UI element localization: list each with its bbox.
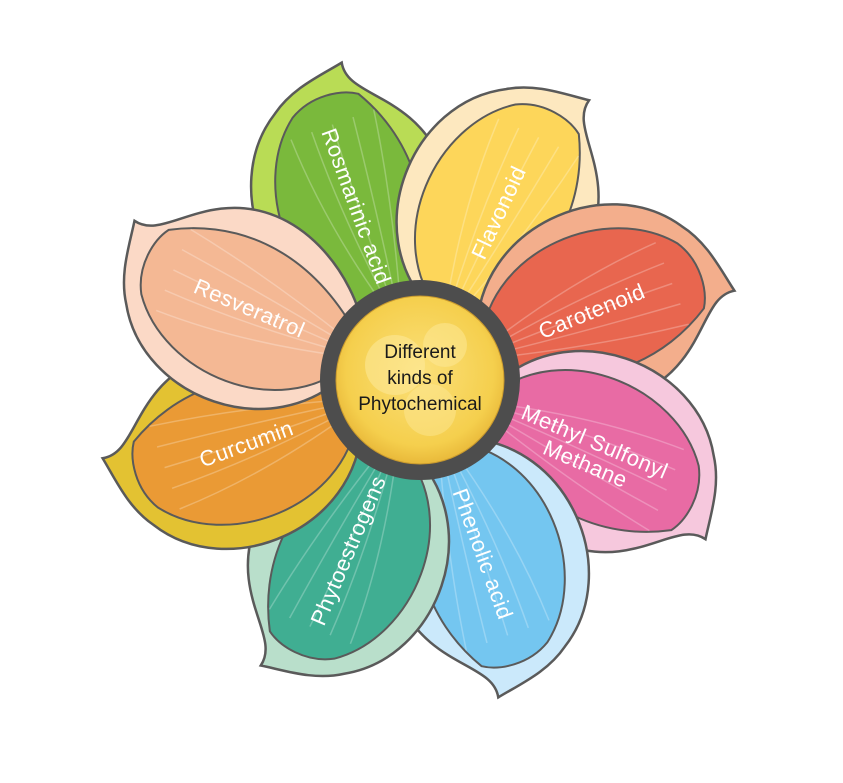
petal-vein — [309, 453, 390, 627]
petal-vein — [456, 146, 560, 310]
petal-vein — [495, 303, 681, 355]
center-title-line-1: Different — [384, 342, 456, 363]
petal-vein — [179, 414, 348, 510]
petal-vein — [310, 131, 390, 307]
petal-vein — [352, 116, 398, 304]
petal-vein — [491, 414, 659, 512]
center-title-line-2: kinds of — [387, 368, 453, 389]
petal-vein — [495, 406, 676, 471]
petal-vein — [446, 454, 509, 636]
petal-vein — [181, 248, 349, 346]
center-highlight — [423, 323, 467, 367]
petal-vein — [173, 269, 347, 350]
petal-vein — [329, 455, 394, 636]
petal-vein — [349, 456, 397, 645]
center-title-line-3: Phytochemical — [358, 394, 482, 415]
petal-vein — [442, 456, 488, 644]
petal-vein — [164, 406, 346, 469]
petal-vein — [164, 289, 345, 354]
petal-vein — [155, 309, 344, 357]
petal-vein — [453, 137, 540, 308]
petal-vein — [490, 242, 657, 344]
petal-vein — [490, 418, 650, 532]
petal-vein — [496, 403, 685, 451]
petal-vein — [190, 228, 350, 342]
petal-vein — [454, 452, 550, 621]
center-hub: Different kinds of Phytochemical — [320, 280, 520, 480]
petal-vein — [492, 262, 665, 347]
petal-vein — [331, 124, 394, 306]
petal-vein — [449, 127, 520, 307]
petal-vein — [450, 453, 530, 629]
petal-vein — [268, 450, 382, 610]
petal-inner — [139, 227, 361, 391]
petal-vein — [460, 155, 580, 312]
petal-carotenoid: Carotenoid — [475, 203, 737, 405]
petal-vein — [288, 451, 386, 619]
petal-vein — [156, 402, 344, 448]
petal-resveratrol: Resveratrol — [122, 206, 366, 411]
petal-vein — [149, 399, 343, 428]
petal-vein — [171, 410, 347, 490]
center-highlight — [404, 384, 456, 436]
petal-vein — [372, 109, 401, 303]
petal-vein — [290, 139, 386, 308]
petal-vein — [493, 410, 667, 491]
petal-vein — [439, 457, 468, 651]
petal-vein — [493, 282, 673, 351]
center-highlight — [365, 335, 425, 395]
petal-vein — [445, 118, 500, 305]
petal-vein — [497, 323, 689, 359]
